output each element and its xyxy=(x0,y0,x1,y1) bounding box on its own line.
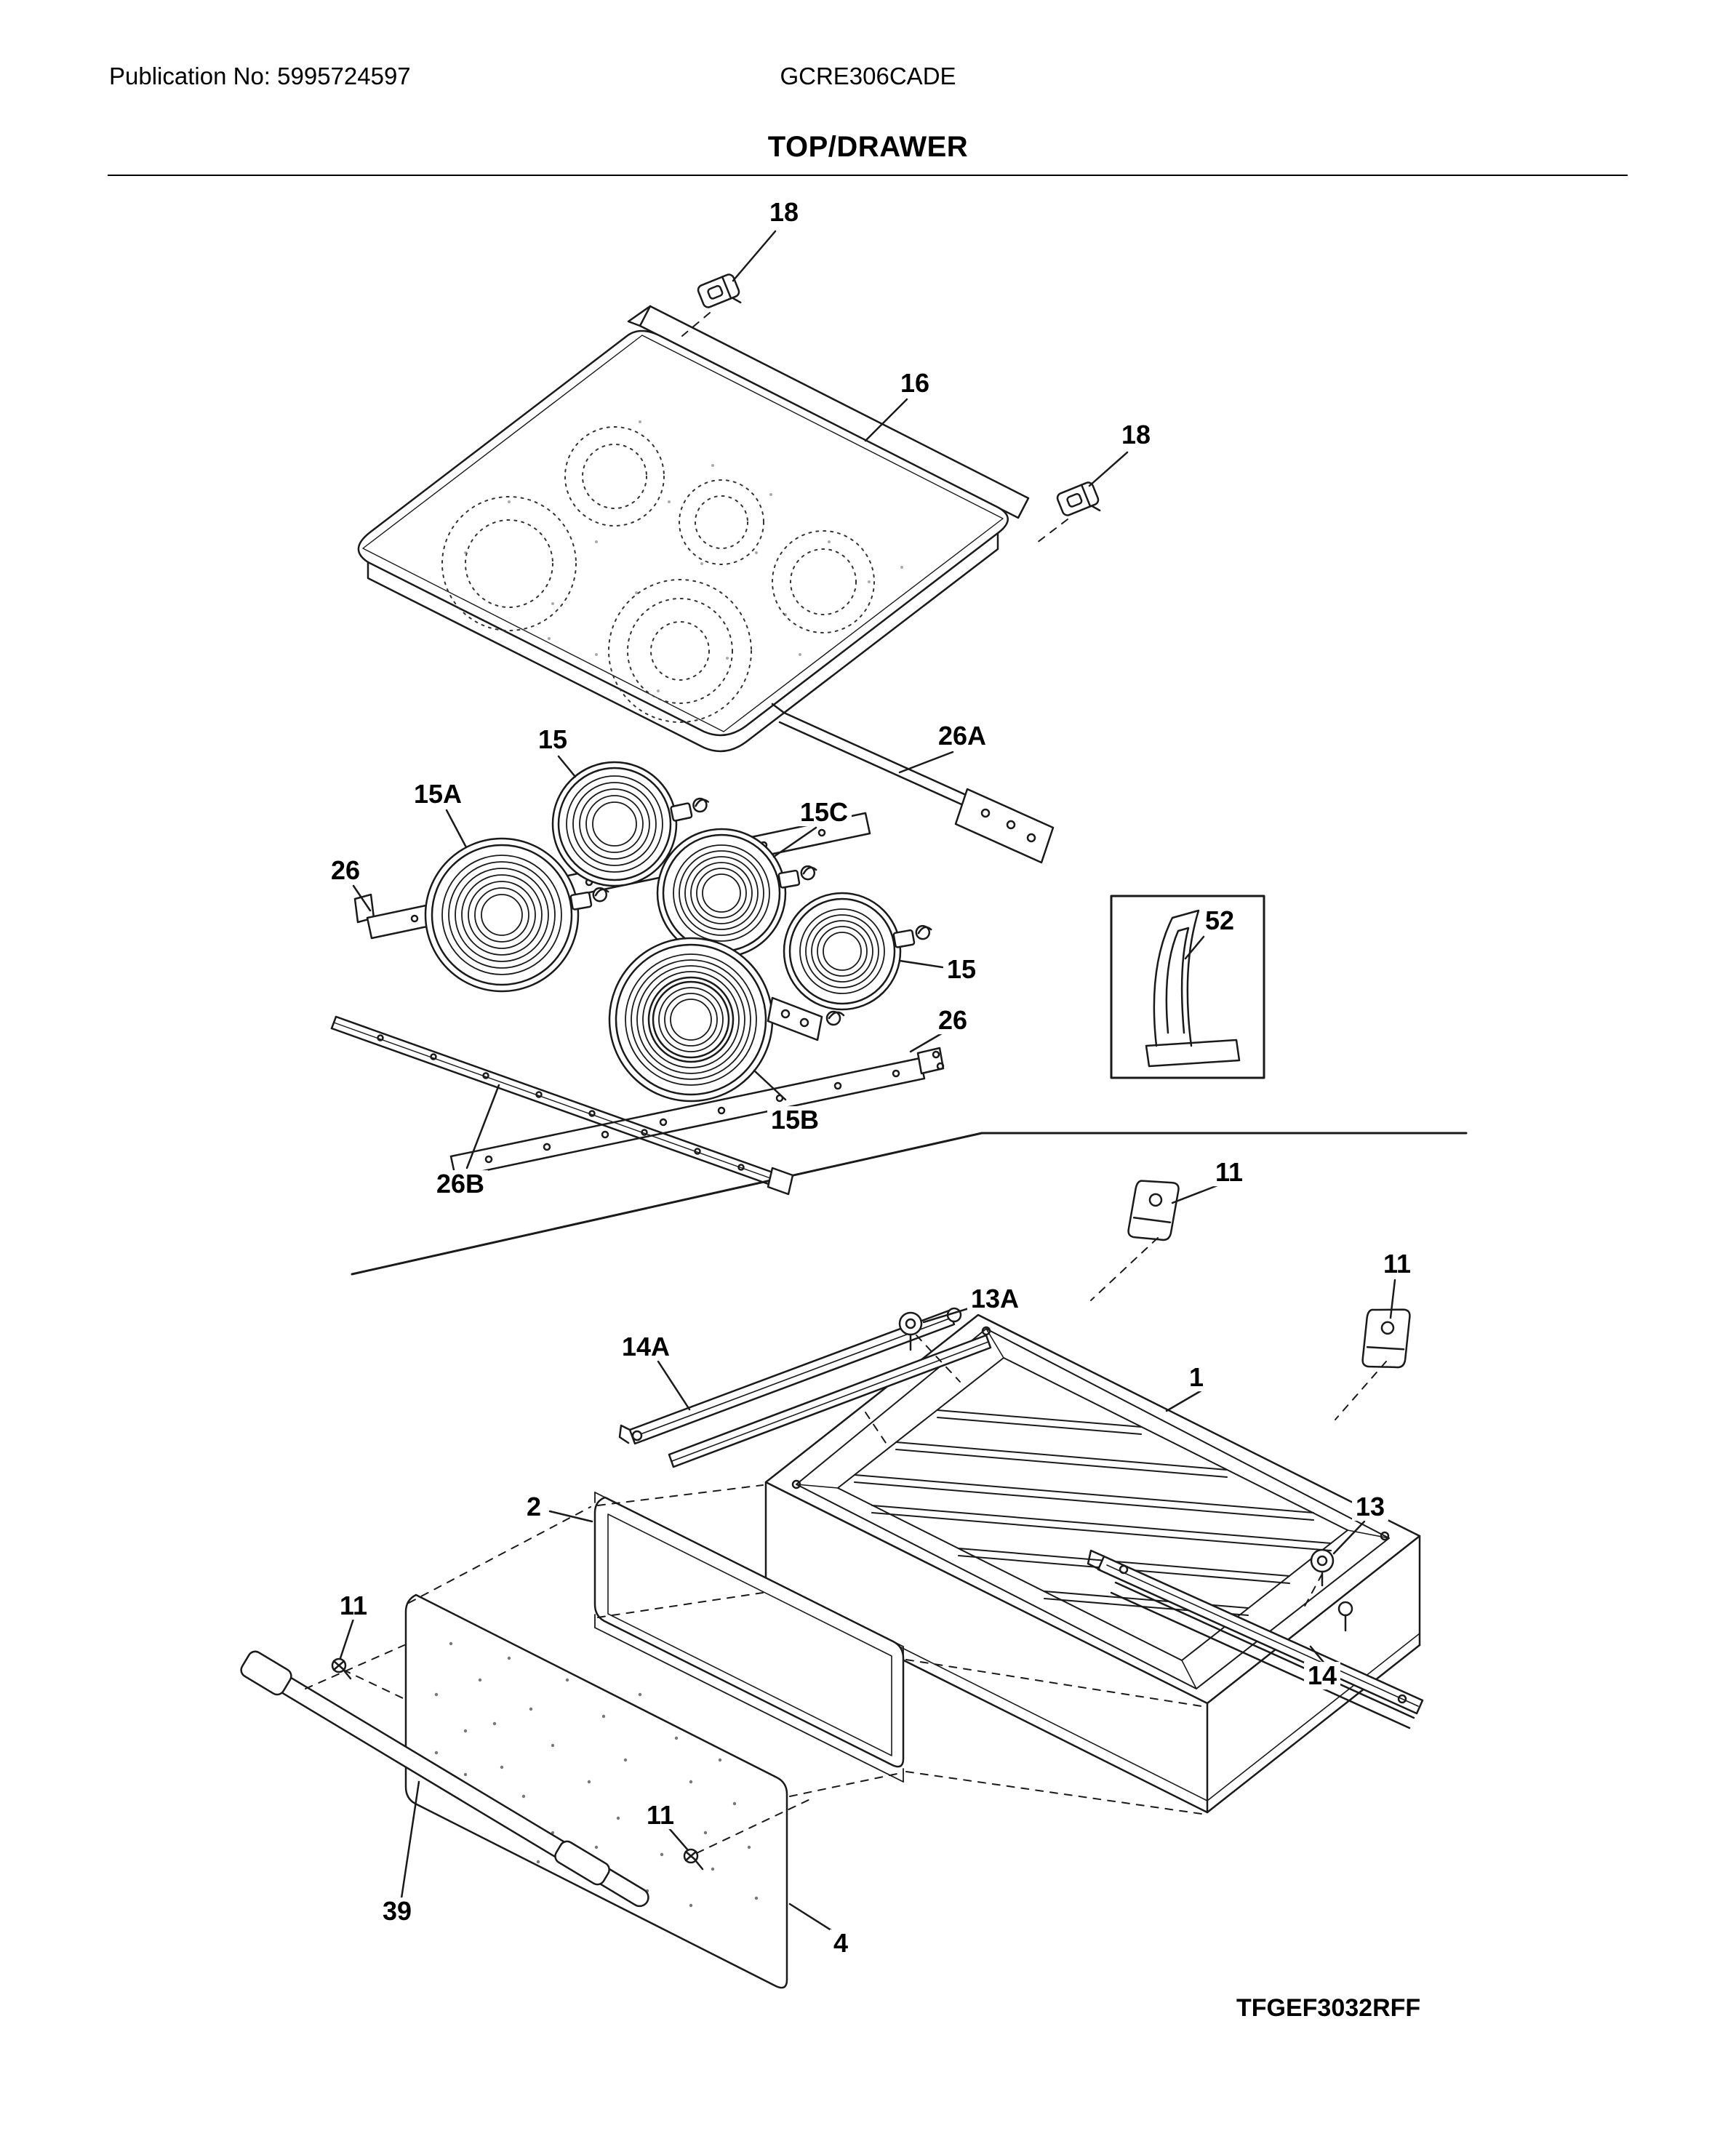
callout-26-left: 26 xyxy=(327,857,364,884)
callout-26a: 26A xyxy=(934,722,991,750)
clip-11-upper-icon xyxy=(1127,1180,1180,1241)
screw-11-lower-icon xyxy=(683,1848,704,1871)
callout-1: 1 xyxy=(1185,1364,1208,1391)
callout-39: 39 xyxy=(378,1897,416,1925)
rail-26-right-shape xyxy=(449,1047,945,1178)
diagram-code: TFGEF3032RFF xyxy=(1236,1994,1421,2022)
callout-14a: 14A xyxy=(617,1333,674,1361)
clip-11-right-icon xyxy=(1361,1308,1411,1369)
section-divider-line xyxy=(351,1132,1468,1276)
roller-13-shape xyxy=(1310,1548,1335,1587)
callout-15-right: 15 xyxy=(943,956,980,983)
model-number: GCRE306CADE xyxy=(780,63,956,89)
callout-15-upper: 15 xyxy=(534,726,572,753)
callout-18-top: 18 xyxy=(765,199,803,226)
glass-stipple xyxy=(464,420,903,692)
rail-26b-shape xyxy=(330,1015,794,1196)
callout-4: 4 xyxy=(829,1929,852,1957)
bracket-26a-shape xyxy=(771,703,1055,864)
element-15b-shape xyxy=(608,937,845,1103)
callout-15c: 15C xyxy=(796,799,852,826)
element-15-upper-shape xyxy=(551,761,709,887)
roller-13a-shape xyxy=(898,1311,923,1351)
cooktop-glass xyxy=(357,329,1009,753)
callout-52: 52 xyxy=(1201,907,1239,935)
leader-lines xyxy=(339,230,1396,1933)
handle-39-shape xyxy=(240,1650,649,1908)
front-panel-4-shape xyxy=(404,1593,788,1989)
callout-18-right: 18 xyxy=(1117,421,1155,449)
callout-26-right: 26 xyxy=(934,1007,972,1034)
callout-11-left: 11 xyxy=(335,1592,372,1620)
callout-11-lower: 11 xyxy=(642,1801,679,1829)
callout-16: 16 xyxy=(896,369,934,397)
callout-14: 14 xyxy=(1303,1662,1341,1689)
clip-18-top-icon xyxy=(697,273,742,308)
callout-2: 2 xyxy=(522,1493,545,1521)
publication-number: Publication No: 5995724597 xyxy=(109,63,411,89)
callout-11-right: 11 xyxy=(1379,1250,1415,1278)
element-15a-shape xyxy=(424,837,609,993)
callout-15a: 15A xyxy=(409,780,466,808)
projection-lines xyxy=(305,312,1387,1854)
bracket-52-box xyxy=(1110,895,1265,1079)
callout-13a: 13A xyxy=(967,1285,1023,1313)
inner-panel-2-shape xyxy=(593,1492,905,1783)
callout-11-upper: 11 xyxy=(1211,1159,1247,1186)
screw-11-left-icon xyxy=(331,1657,352,1680)
header-rule xyxy=(108,175,1628,176)
section-title: TOP/DRAWER xyxy=(767,131,969,163)
clip-18-right-icon xyxy=(1056,481,1101,516)
callout-13: 13 xyxy=(1351,1493,1389,1521)
callout-26b: 26B xyxy=(432,1170,489,1198)
slide-14a-shape xyxy=(618,1307,992,1468)
callout-15b: 15B xyxy=(767,1106,823,1134)
element-15-right-shape xyxy=(783,892,932,1011)
burner-circles xyxy=(441,426,875,723)
slide-14-shape xyxy=(1087,1549,1424,1729)
